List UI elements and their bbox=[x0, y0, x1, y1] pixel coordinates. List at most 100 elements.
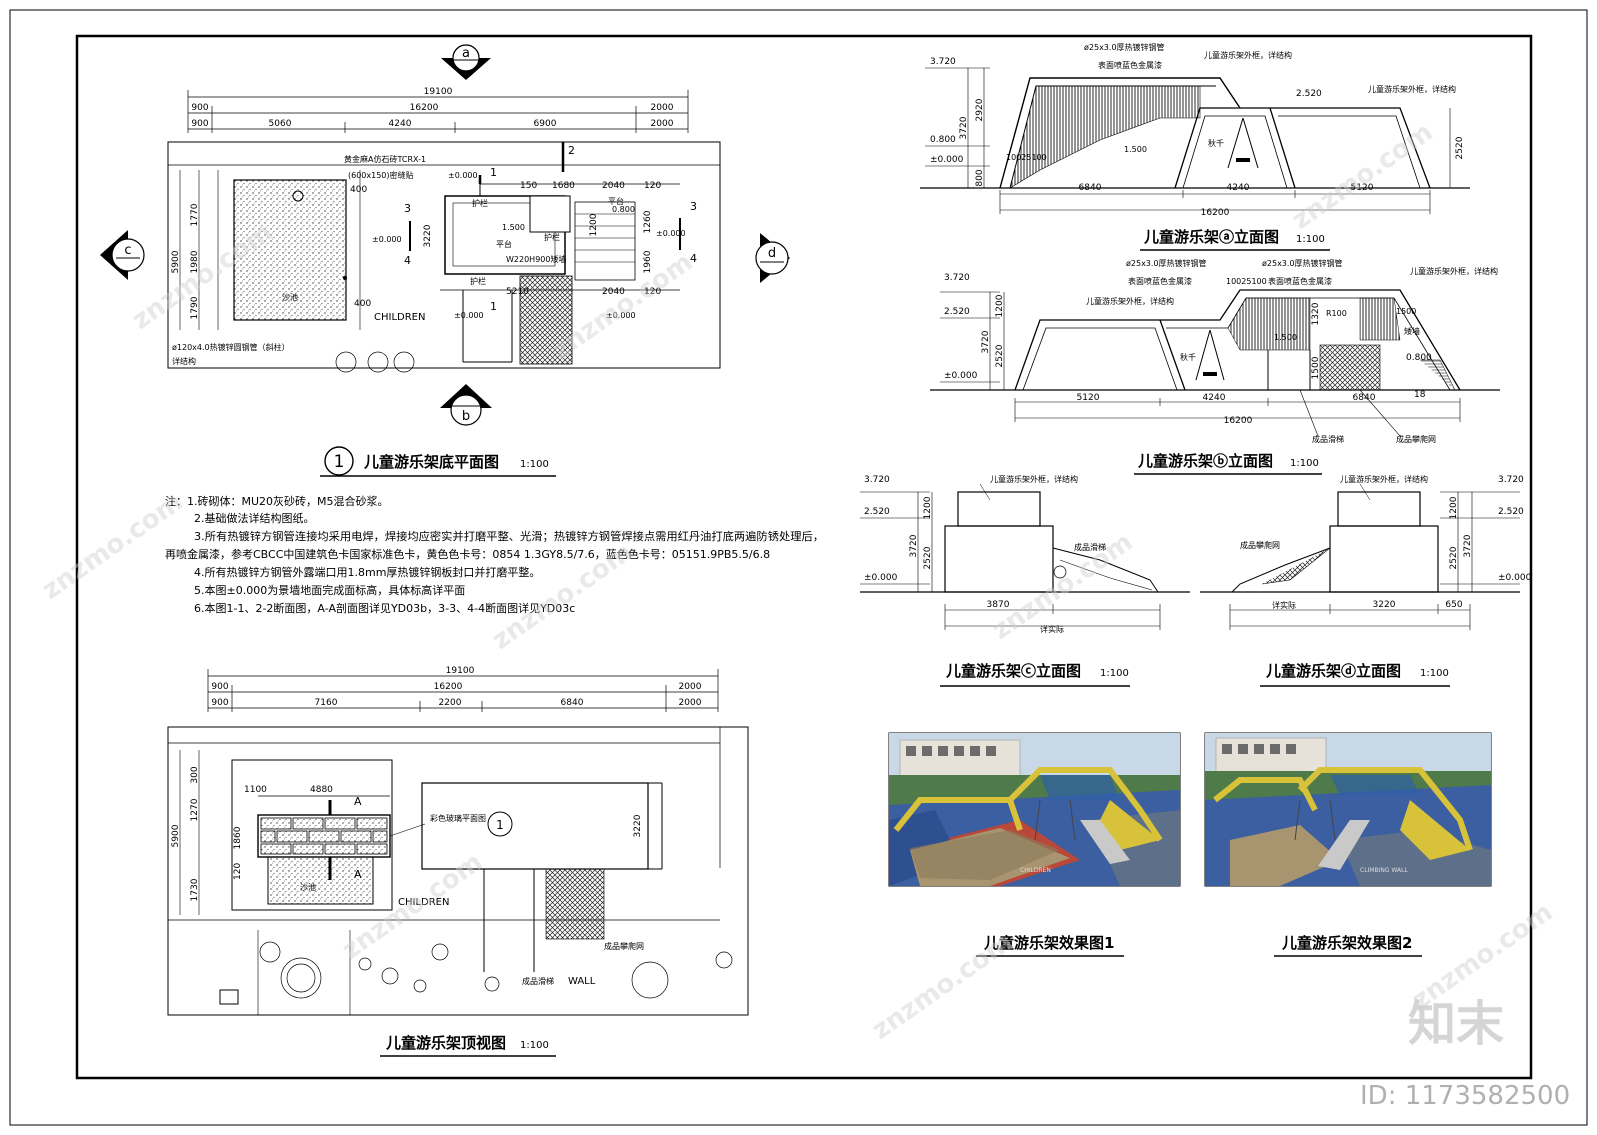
plan-detail-label: 详结构 bbox=[172, 356, 196, 366]
plan-pt-label: 平台 bbox=[608, 196, 624, 206]
ec-base-elev: ±0.000 bbox=[864, 573, 898, 583]
plan-dim3-6900: 6900 bbox=[534, 119, 557, 129]
top-children-text: CHILDREN bbox=[398, 897, 449, 908]
top-dim-2000: 2000 bbox=[679, 682, 702, 692]
plan-title-number: 1 bbox=[334, 452, 345, 472]
ea-base-elev: ±0.000 bbox=[930, 155, 964, 165]
plan-n1-top: 1 bbox=[490, 166, 497, 179]
plan-dim-total: 19100 bbox=[424, 87, 453, 97]
plan-dim-2000: 2000 bbox=[651, 103, 674, 113]
ea-dim-6840: 6840 bbox=[1079, 183, 1102, 193]
brand-logo: 知末 bbox=[1408, 996, 1504, 1052]
eb-base-elev: ±0.000 bbox=[944, 371, 978, 381]
ed-base-elev: ±0.000 bbox=[1498, 573, 1532, 583]
ec-width: 3870 bbox=[987, 600, 1010, 610]
ea-d1002: 10025100 bbox=[1006, 153, 1047, 162]
notes-block: 注：1.砖砌体：MU20灰砂砖，M5混合砂浆。 2.基础做法详结构图纸。 3.所… bbox=[165, 494, 824, 615]
eb-top-elev: 3.720 bbox=[944, 273, 970, 283]
plan-n4-right: 4 bbox=[690, 252, 697, 265]
plan-dim-16200: 16200 bbox=[410, 103, 439, 113]
top-dim3-7160: 7160 bbox=[315, 698, 338, 708]
top-d1100: 1100 bbox=[244, 785, 267, 795]
ec-mid-elev: 2.520 bbox=[864, 507, 890, 517]
top-section-a2: A bbox=[354, 868, 362, 881]
eb-v1200: 1200 bbox=[995, 294, 1005, 317]
top-glass-num: 1 bbox=[496, 818, 504, 832]
ec-frame: 儿童游乐架外框，详结构 bbox=[990, 474, 1078, 484]
elev-b-title: 儿童游乐架ⓑ立面图 bbox=[1137, 452, 1273, 470]
elevation-b: 秋千 ø25x3.0厚热镀锌钢管 表面喷蓝色金属漆 ø25x3.0厚热镀锌钢管 … bbox=[930, 258, 1500, 475]
eb-frame1: 儿童游乐架外框，详结构 bbox=[1086, 296, 1174, 306]
eb-paint2: 表面喷蓝色金属漆 bbox=[1268, 276, 1332, 286]
marker-c-label: c bbox=[124, 243, 131, 258]
top-d4880: 4880 bbox=[310, 785, 333, 795]
render-image-1: CHILDREN 儿童游乐架效果图1 bbox=[888, 732, 1181, 957]
top-dim3-6840: 6840 bbox=[561, 698, 584, 708]
eb-mid-elev: 2.520 bbox=[944, 307, 970, 317]
eb-net: 成品攀爬网 bbox=[1396, 434, 1436, 444]
eb-v2520: 2520 bbox=[995, 344, 1005, 367]
ea-dim-4240: 4240 bbox=[1227, 183, 1250, 193]
note-line-3: 3.所有热镀锌方钢管连接均采用电焊，焊接均应密实并打磨平整、光滑；热镀锌方钢管焊… bbox=[194, 529, 824, 543]
watermark-3: znzmo.com bbox=[1287, 117, 1439, 236]
outer-border bbox=[9, 9, 1588, 1126]
plan-elev-right2: ±0.000 bbox=[606, 311, 636, 320]
ea-mid-elev: 0.800 bbox=[930, 135, 956, 145]
top-slide-label: 成品滑梯 bbox=[522, 976, 554, 986]
plan-d150: 150 bbox=[520, 181, 537, 191]
plan-stone2-label: (600x150)密缝贴 bbox=[348, 170, 414, 180]
plan-elev-right1: ±0.000 bbox=[656, 229, 686, 238]
elevation-d: 儿童游乐架外框，详结构 成品攀爬网 3.720 2.520 ±0.000 120… bbox=[1200, 474, 1532, 687]
plan-left-1770: 1770 bbox=[190, 203, 200, 226]
ed-detail: 详实际 bbox=[1272, 600, 1296, 610]
marker-d-label: d bbox=[768, 246, 776, 261]
ed-width2: 650 bbox=[1445, 600, 1462, 610]
eb-v3720: 3720 bbox=[981, 330, 991, 353]
note-line-7: 6.本图1-1、2-2断面图，A-A剖面图详见YD03b，3-3、4-4断面图详… bbox=[194, 601, 575, 615]
top-section-a1: A bbox=[354, 795, 362, 808]
elev-c-scale: 1:100 bbox=[1100, 668, 1129, 679]
note-line-5: 4.所有热镀锌方钢管外露端口用1.8mm厚热镀锌钢板封口并打磨平整。 bbox=[194, 565, 540, 579]
ed-top-elev: 3.720 bbox=[1498, 475, 1524, 485]
eb-dim-5120: 5120 bbox=[1077, 393, 1100, 403]
plan-left-1790: 1790 bbox=[190, 296, 200, 319]
eb-slide: 成品滑梯 bbox=[1312, 434, 1344, 444]
plan-guard2: 护栏 bbox=[544, 232, 560, 242]
ed-mid-elev: 2.520 bbox=[1498, 507, 1524, 517]
eb-v1320: 1320 bbox=[1311, 302, 1321, 325]
top-left-1270: 1270 bbox=[190, 798, 200, 821]
marker-a-label: a bbox=[462, 46, 470, 61]
ea-pipe: ø25x3.0厚热镀锌钢管 bbox=[1084, 42, 1165, 52]
eb-dim-total: 16200 bbox=[1224, 416, 1253, 426]
plan-d2040b: 2040 bbox=[602, 287, 625, 297]
eb-frame2: 儿童游乐架外框，详结构 bbox=[1410, 266, 1498, 276]
top-dim-16200: 16200 bbox=[434, 682, 463, 692]
eb-low: 矮墙 bbox=[1404, 326, 1420, 336]
topview-title-scale: 1:100 bbox=[520, 1040, 549, 1051]
plan-dim3-900: 900 bbox=[191, 119, 208, 129]
topview-title: 儿童游乐架顶视图 bbox=[385, 1034, 506, 1052]
brand-id: ID: 1173582500 bbox=[1360, 1081, 1570, 1111]
ea-dim-total: 16200 bbox=[1201, 208, 1230, 218]
plan-n4: 4 bbox=[404, 254, 411, 267]
eb-swing: 秋千 bbox=[1180, 352, 1196, 362]
plan-elev-0800: 0.800 bbox=[612, 205, 635, 214]
eb-d1002: 10025100 bbox=[1226, 277, 1267, 286]
ed-net: 成品攀爬网 bbox=[1240, 540, 1280, 550]
ed-v1200: 1200 bbox=[1449, 496, 1459, 519]
eb-v1500: 1500 bbox=[1311, 356, 1321, 379]
render-image-2: CLIMBING WALL 儿童游乐架效果图2 bbox=[1204, 732, 1492, 957]
note-line-6: 5.本图±0.000为景墙地面完成面标高，具体标高详平面 bbox=[194, 583, 465, 597]
plan-guard3: 护栏 bbox=[470, 276, 486, 286]
eb-w1500: 1500 bbox=[1396, 307, 1416, 316]
marker-b-label: b bbox=[462, 409, 470, 424]
plan-d120: 120 bbox=[644, 181, 661, 191]
plan-pipe-label: ø120x4.0热镀锌圆钢管（斜柱） bbox=[172, 342, 290, 352]
top-dim-total: 19100 bbox=[446, 666, 475, 676]
inner-border bbox=[75, 34, 1533, 1080]
plan-elev-bottom: ±0.000 bbox=[454, 311, 484, 320]
top-wall-label: WALL bbox=[568, 976, 596, 987]
elev-a-title: 儿童游乐架ⓐ立面图 bbox=[1143, 228, 1279, 246]
plan-d1260: 1260 bbox=[643, 210, 653, 233]
plan-children-text: CHILDREN bbox=[374, 312, 425, 323]
